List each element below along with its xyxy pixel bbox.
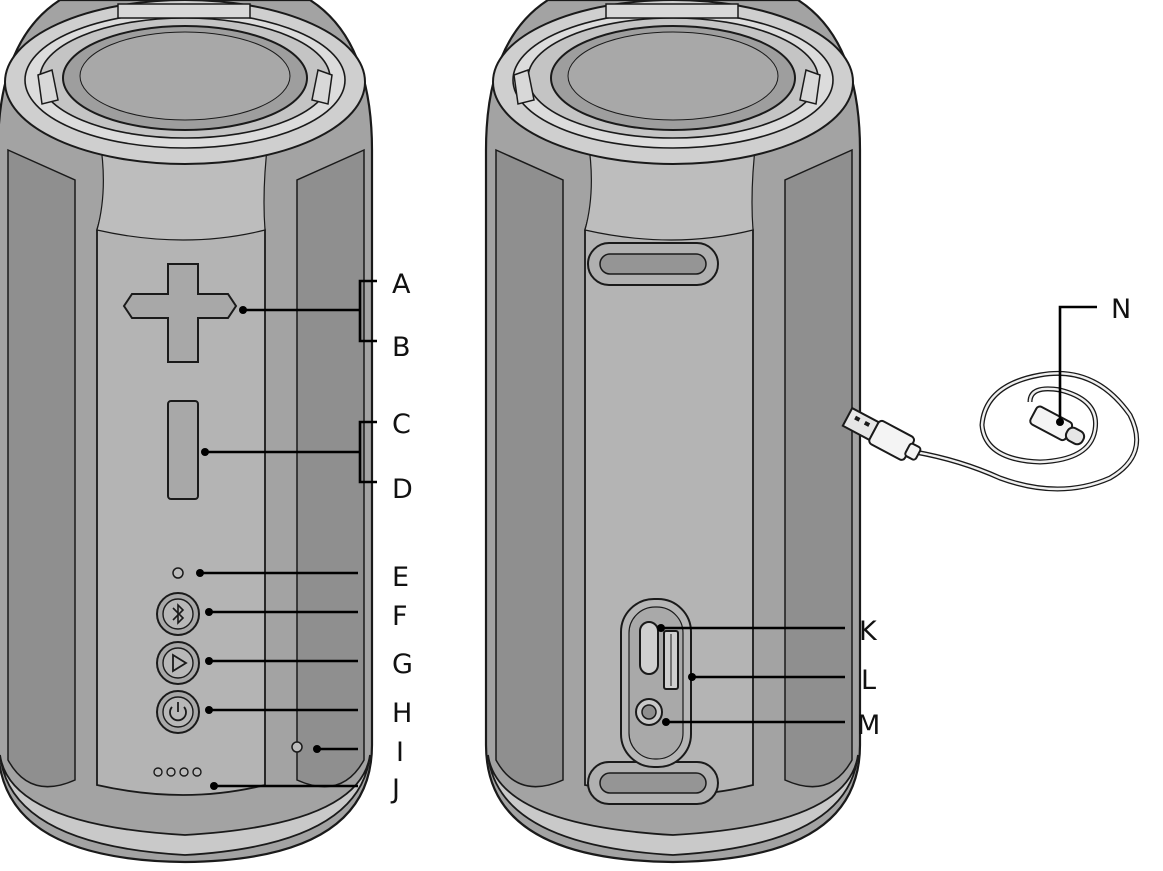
aux-jack[interactable] [635, 698, 663, 726]
label-d: D [392, 474, 413, 505]
play-button[interactable] [156, 641, 200, 685]
label-g: G [392, 649, 413, 680]
bluetooth-button[interactable] [156, 592, 200, 636]
label-h: H [392, 698, 412, 729]
label-k: K [859, 616, 878, 647]
strap-slot-top [587, 242, 719, 286]
usb-c-plug [1029, 405, 1086, 446]
power-button[interactable] [156, 690, 200, 734]
microphone-hole [291, 741, 303, 753]
volume-up-button[interactable] [122, 263, 238, 363]
label-j: J [390, 774, 400, 805]
usb-a-plug [841, 406, 922, 461]
speaker-front [0, 0, 374, 864]
play-icon [172, 653, 188, 673]
bluetooth-icon [172, 603, 185, 625]
label-f: F [392, 601, 408, 632]
label-i: I [396, 737, 404, 768]
label-e: E [392, 562, 409, 593]
power-icon [169, 702, 187, 722]
label-n: N [1111, 294, 1131, 325]
label-l: L [861, 665, 876, 696]
battery-indicator [153, 767, 202, 777]
callout-lines [196, 279, 1097, 790]
volume-down-button[interactable] [167, 400, 199, 500]
usb-c-port[interactable] [639, 621, 659, 675]
strap-slot-bottom [587, 761, 719, 805]
status-led [172, 567, 184, 579]
label-c: C [392, 409, 411, 440]
callout-labels: A B C D E F G H I J K L M N [390, 269, 1131, 805]
label-b: B [392, 332, 411, 363]
usb-cable [841, 370, 1140, 492]
label-m: M [857, 710, 880, 741]
speaker-back [484, 0, 862, 864]
label-a: A [392, 269, 411, 300]
